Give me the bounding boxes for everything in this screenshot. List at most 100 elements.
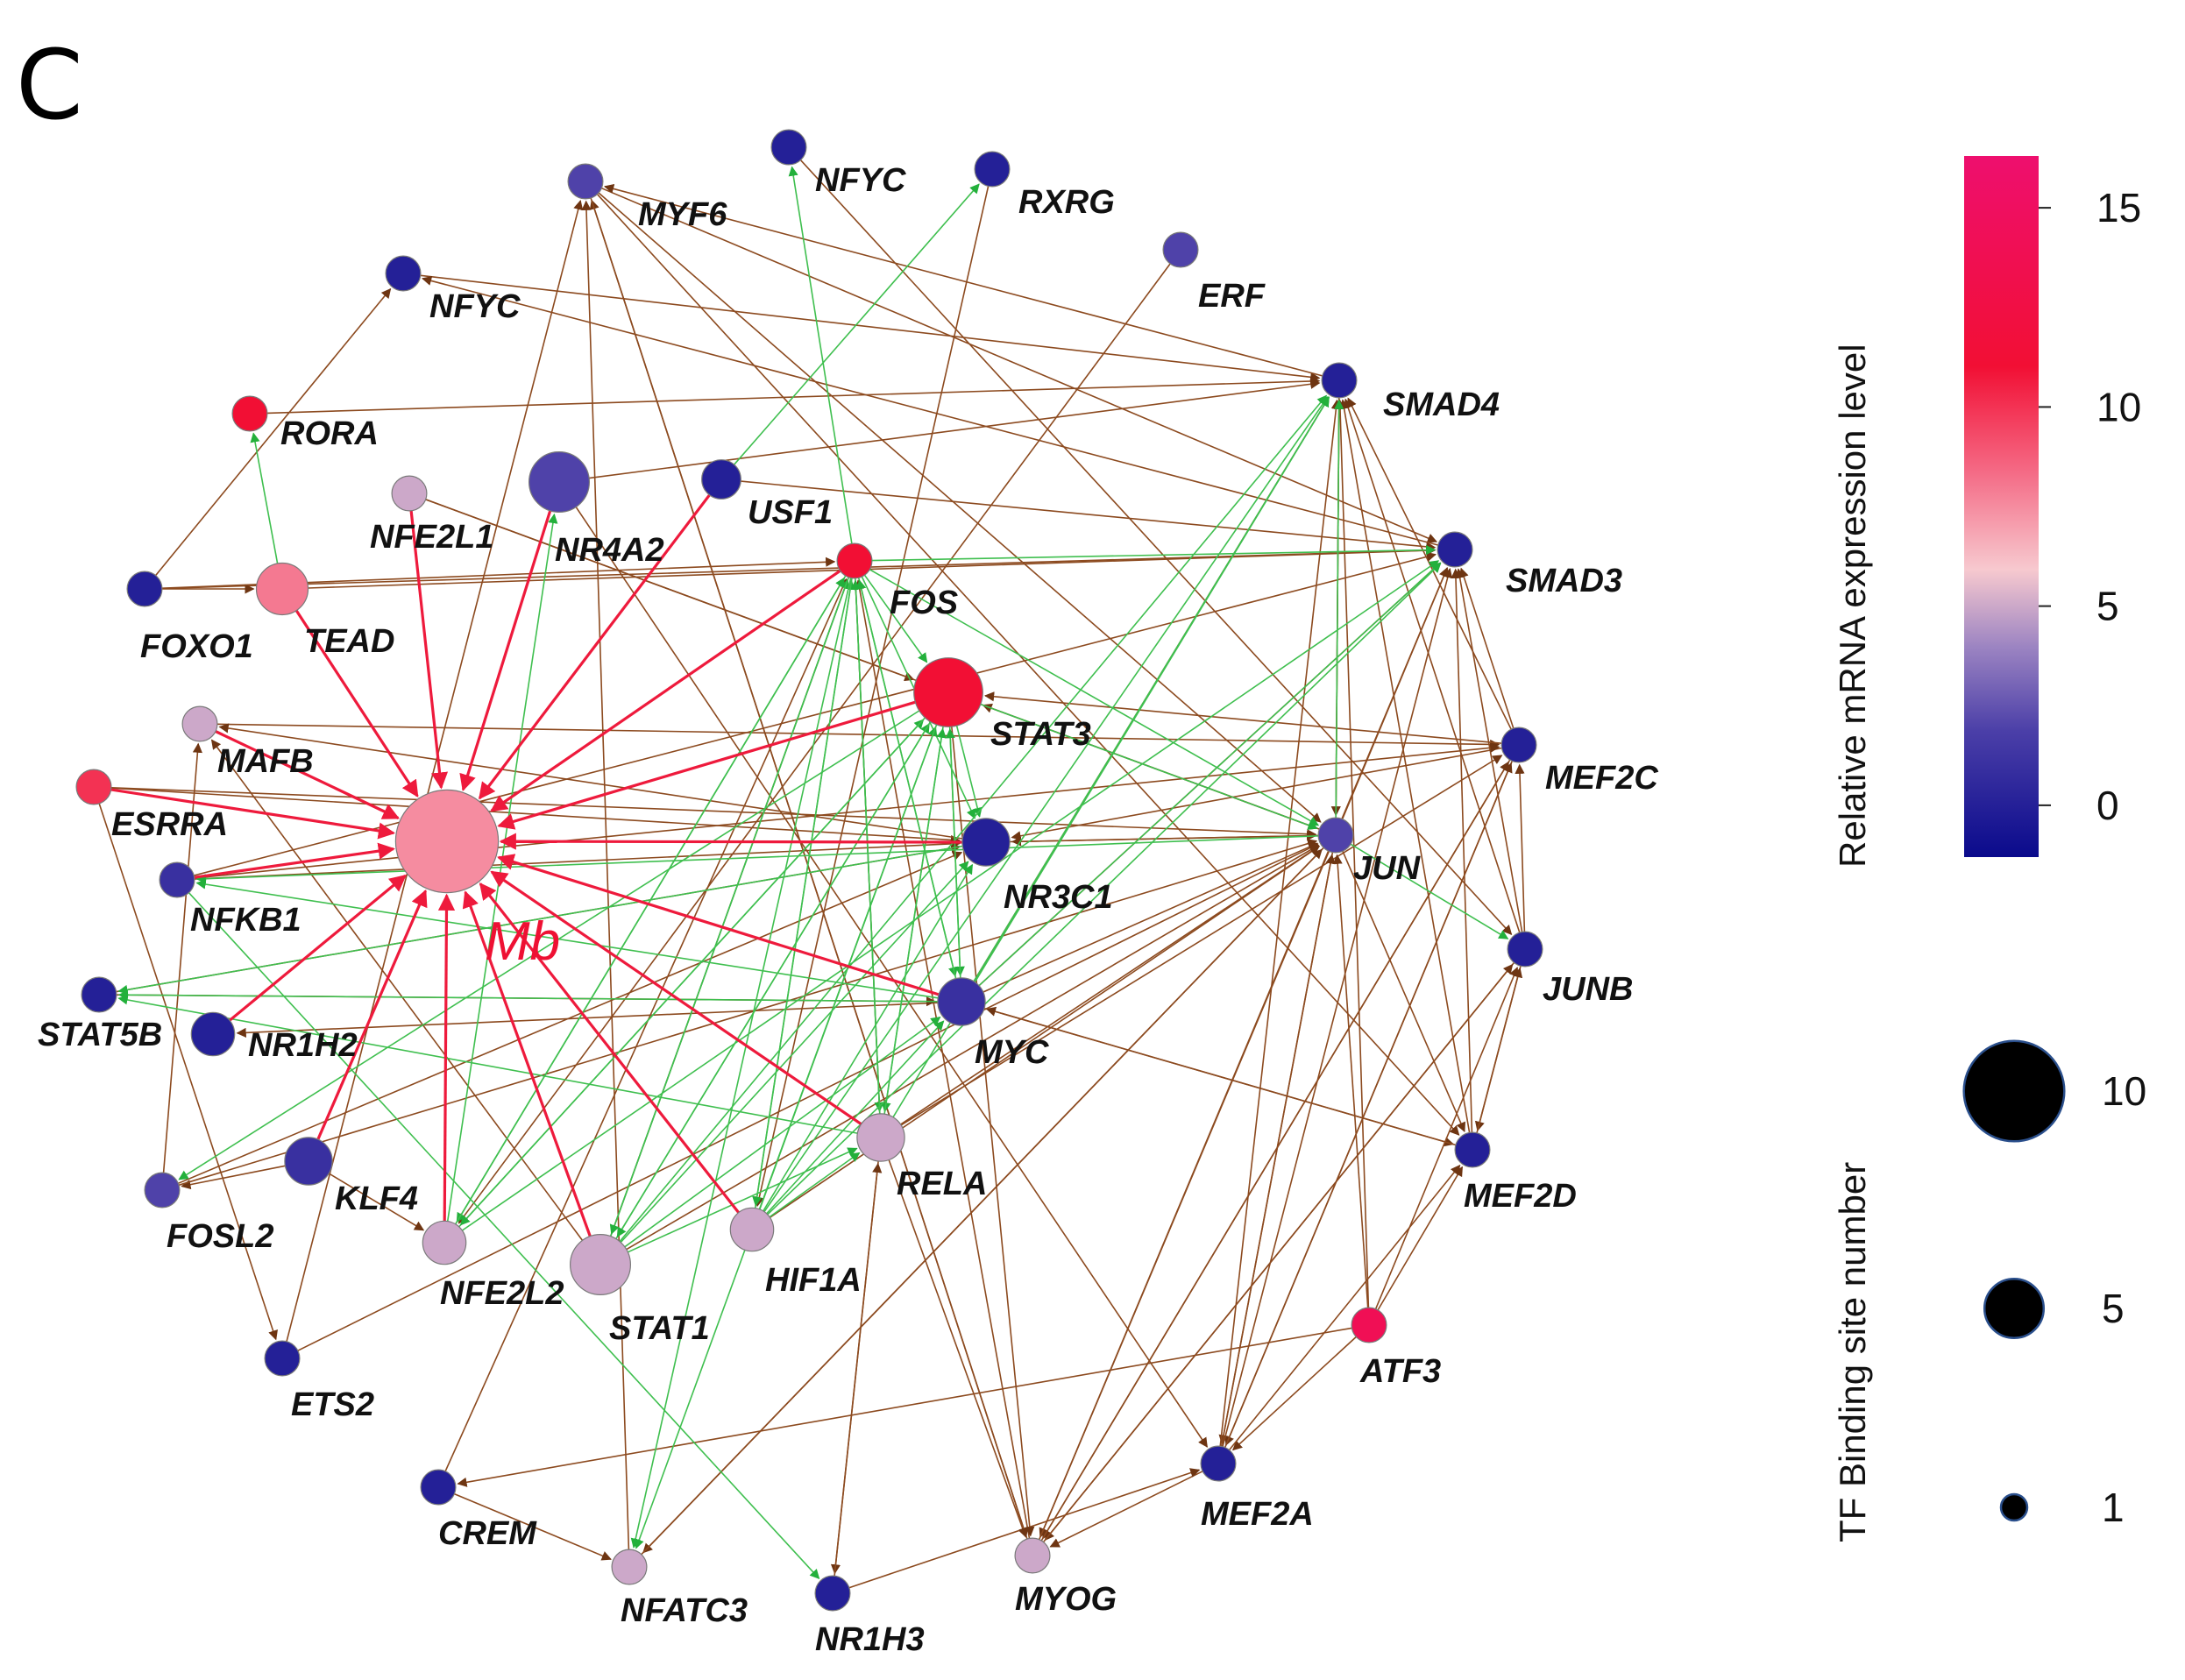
node-nfe2l2: [422, 1220, 467, 1265]
edge-brown-klf4-fosl2: [181, 1165, 286, 1190]
node-label-atf3: ATF3: [1359, 1353, 1441, 1390]
edge-green-nfe2l2-smad3: [461, 560, 1440, 1231]
edge-green-stat3-nfe2l2: [459, 717, 926, 1226]
edge-green-stat3-fosl2: [178, 710, 920, 1180]
node-klf4: [284, 1137, 333, 1186]
node-label-mef2a: MEF2A: [1201, 1496, 1314, 1533]
edge-brown-mef2c-nr3c1: [1011, 747, 1502, 841]
size-legend-label-5: 5: [2102, 1286, 2125, 1331]
node-label-jun: JUN: [1353, 850, 1422, 887]
edge-green-fos-hif1a: [752, 578, 853, 1207]
node-myog: [1014, 1537, 1051, 1574]
size-legend-circle-10: [1962, 1039, 2066, 1143]
edge-brown-erf-nfe2l2: [458, 263, 1171, 1224]
edge-brown-crem-nfatc3: [453, 1492, 612, 1561]
edge-green-stat1-rela: [627, 1147, 858, 1253]
node-hif1a: [729, 1207, 775, 1252]
node-mef2c: [1500, 727, 1537, 763]
edge-brown-tead-smad3: [308, 545, 1437, 589]
edge-brown-fosl2-nr3c1: [177, 851, 963, 1185]
node-label-nfe2l1: NFE2L1: [370, 519, 493, 556]
edge-brown-nr3c1-mafb: [218, 723, 963, 840]
edge-green-stat3-stat1: [616, 721, 932, 1237]
edge-brown-usf1-smad3: [741, 480, 1437, 552]
edge-green-fos-smad3: [871, 544, 1437, 562]
edge-brown-nfyc_l-smad4: [420, 274, 1321, 382]
edge-brown-nfatc3-jun: [641, 848, 1323, 1556]
edge-green-nfe2l2-fos: [455, 577, 845, 1225]
node-label-stat5b: STAT5B: [38, 1017, 162, 1053]
color-legend-title: Relative mRNA expression level: [1832, 344, 1873, 868]
edge-green-stat1-nr3c1: [620, 861, 969, 1244]
node-label-rxrg: RXRG: [1018, 184, 1115, 221]
node-nfyc_l: [385, 255, 422, 292]
edge-green-fos-stat1: [609, 577, 850, 1235]
edge-brown-myog-fos: [855, 579, 1031, 1539]
node-label-junb: JUNB: [1543, 971, 1633, 1008]
edge-brown-mef2a-mef2c: [1224, 762, 1513, 1449]
node-label-tead: TEAD: [304, 623, 394, 660]
edge-green-myc-nfkb1: [195, 879, 939, 999]
edge-brown-rela-mef2c: [900, 755, 1503, 1126]
edge-brown-myog-junb: [1042, 963, 1514, 1543]
edge-brown-nr4a2-smad4: [588, 379, 1321, 479]
edge-brown-foxo1-smad3: [161, 545, 1437, 590]
edge-brown-nfatc3-myf6: [581, 200, 630, 1550]
node-mef2a: [1200, 1445, 1237, 1482]
node-stat3: [913, 657, 983, 727]
node-stat1: [569, 1233, 631, 1295]
node-label-esrra: ESRRA: [111, 806, 228, 843]
edge-brown-mef2a-jun: [1220, 854, 1336, 1447]
edge-brown-esrra-ets2: [98, 803, 278, 1341]
node-nr3c1: [961, 818, 1011, 867]
color-tick-0: 0: [2096, 783, 2119, 828]
node-nfe2l1: [391, 475, 428, 512]
edge-brown-smad4-myf6: [604, 183, 1323, 377]
edge-to-mb-nfkb1: [194, 842, 395, 879]
edge-brown-esrra-jun: [110, 787, 1317, 840]
edge-brown-nr4a2-mef2a: [575, 507, 1208, 1448]
node-nr4a2: [528, 450, 590, 513]
edge-green-nr3c1-stat5b: [117, 845, 963, 995]
edge-green-hif1a-nr3c1: [763, 863, 974, 1212]
node-mb: [394, 789, 500, 894]
node-smad4: [1321, 362, 1358, 399]
node-stat5b: [81, 976, 117, 1013]
node-nfyc_t: [770, 129, 807, 166]
node-label-myf6: MYF6: [638, 196, 727, 233]
edge-brown-stat1-mafb: [210, 739, 584, 1241]
edge-brown-junb-smad4: [1343, 398, 1521, 933]
edge-green-fos-nfatc3: [630, 578, 852, 1549]
edge-brown-junb-mef2c: [1515, 763, 1526, 932]
edge-to-mb-nr3c1: [499, 833, 962, 850]
edge-to-mb-mafb: [215, 730, 401, 819]
edge-brown-mef2a-mef2d: [1228, 1164, 1461, 1451]
edge-brown-mef2c-smad3: [1458, 567, 1515, 729]
node-rora: [231, 395, 268, 432]
edge-green-fos-stat3: [863, 574, 928, 663]
node-label-nfyc_t: NFYC: [815, 162, 906, 199]
node-label-nfe2l2: NFE2L2: [440, 1275, 564, 1312]
node-label-stat1: STAT1: [609, 1310, 710, 1347]
node-atf3: [1351, 1307, 1387, 1343]
node-rela: [856, 1113, 905, 1162]
node-label-crem: CREM: [438, 1515, 537, 1552]
node-label-ets2: ETS2: [291, 1386, 374, 1423]
node-label-nfatc3: NFATC3: [621, 1592, 748, 1629]
size-legend-circle-5: [1983, 1277, 2046, 1340]
node-label-smad4: SMAD4: [1383, 386, 1500, 423]
edge-green-tead-rora: [250, 432, 279, 564]
nodes-layer: [75, 129, 1543, 1612]
edge-brown-ets2-jun: [297, 843, 1319, 1351]
edge-green-jun-smad4: [1334, 399, 1344, 819]
size-legend-circle-1: [1999, 1492, 2029, 1522]
edge-green-hif1a-rela: [769, 1152, 861, 1218]
edge-brown-jun-nr3c1: [1011, 834, 1319, 847]
edge-brown-fosl2-mafb: [162, 742, 202, 1173]
edge-brown-myc-nr1h2: [236, 1002, 938, 1038]
edge-brown-myog-smad3: [1038, 567, 1449, 1541]
node-nfkb1: [159, 861, 195, 898]
